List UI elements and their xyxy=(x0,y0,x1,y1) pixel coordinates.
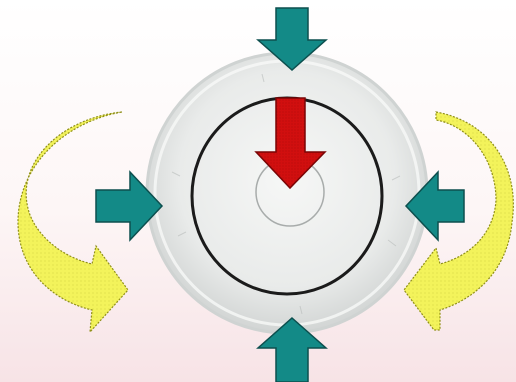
inward-arrow-icon xyxy=(256,7,328,72)
rotation-arrow-right xyxy=(403,111,514,331)
compression-arrow-left xyxy=(95,170,164,242)
down-arrow-icon xyxy=(254,97,327,190)
curved-arrow-icon xyxy=(403,111,514,331)
inward-arrow-icon xyxy=(256,316,328,382)
compression-arrow-top xyxy=(256,7,328,72)
curved-arrow-icon xyxy=(17,111,129,334)
inward-arrow-icon xyxy=(95,170,164,242)
compression-arrow-bottom xyxy=(256,316,328,382)
compression-arrow-right xyxy=(404,170,465,242)
circular-plate-icon xyxy=(145,51,429,335)
rotation-arrow-left xyxy=(17,111,129,334)
inward-arrow-icon xyxy=(404,170,465,242)
load-arrow xyxy=(254,97,327,190)
